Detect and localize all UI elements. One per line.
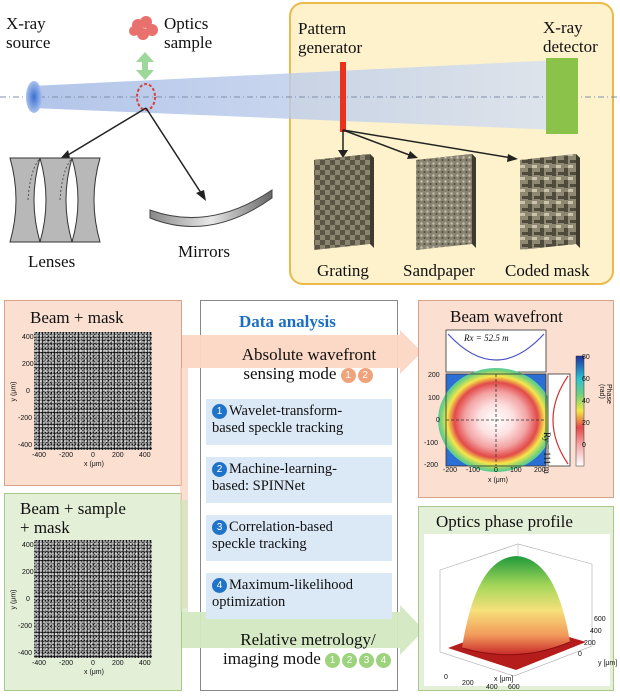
xray-beam: [32, 60, 560, 130]
phase-profile-plot: [424, 534, 610, 686]
wavefront-plot: [438, 329, 585, 472]
beam-wavefront-title: Beam wavefront: [450, 307, 563, 326]
sample-icon: [129, 16, 158, 40]
data-analysis-title: Data analysis: [239, 312, 336, 331]
mirror-icon: [149, 189, 273, 227]
mode-num-2: 2: [357, 367, 373, 383]
sandpaper-label: Sandpaper: [403, 261, 475, 280]
mode-num-1: 1: [340, 367, 356, 383]
lenses-label: Lenses: [28, 252, 76, 271]
speckle-image-beam: [34, 332, 152, 450]
phase-profile-title: Optics phase profile: [436, 512, 573, 531]
double-arrow-icon: [136, 52, 154, 80]
rx-label: Rx = 52.5 m: [464, 333, 509, 343]
setup-diagram: [0, 16, 620, 250]
beam-mask-title: Beam + mask: [30, 308, 124, 327]
lenses-icon: [9, 157, 101, 243]
beam-sample-title: Beam + sample+ mask: [20, 499, 126, 537]
speckle-image-sample: [34, 540, 152, 658]
sandpaper-icon: [416, 154, 476, 250]
coded-mask-label: Coded mask: [505, 261, 590, 280]
mirrors-label: Mirrors: [178, 242, 230, 261]
grating-label: Grating: [317, 261, 369, 280]
detector-icon: [546, 58, 578, 134]
coded-mask-icon: [520, 154, 580, 250]
xray-source-icon: [26, 81, 42, 113]
grating-icon: [314, 154, 374, 250]
pattern-generator-icon: [340, 62, 346, 132]
